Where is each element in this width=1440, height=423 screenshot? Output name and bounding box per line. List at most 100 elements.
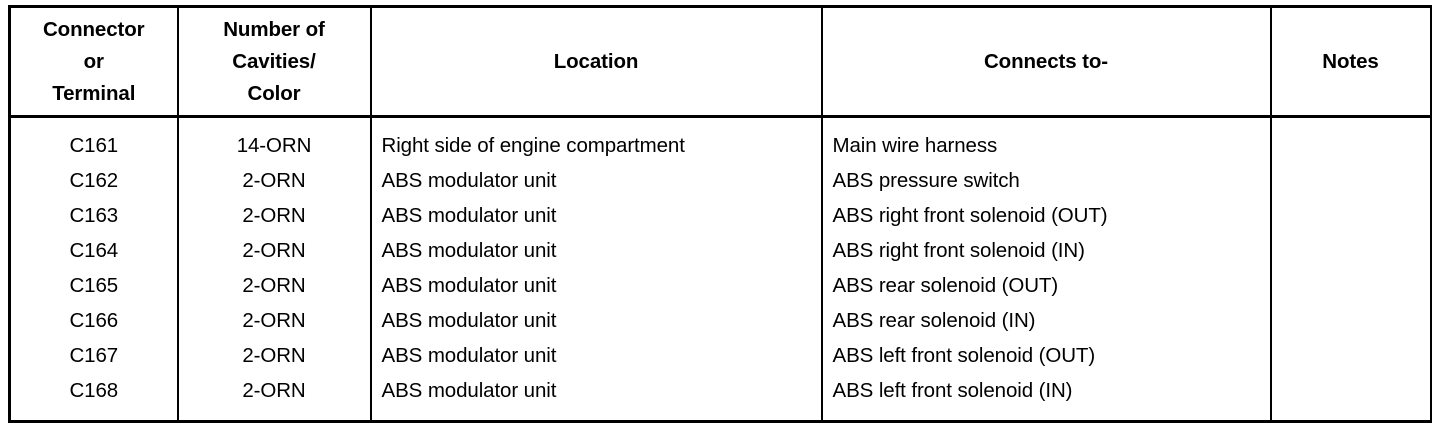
column-header-number-of-cavities-color: Number of Cavities/ Color xyxy=(176,6,372,118)
cell-location: ABS modulator unit xyxy=(369,163,823,198)
table-body: C161 14-ORN Right side of engine compartme… xyxy=(9,116,1431,422)
cell-location-text: Right side of engine compartment xyxy=(381,134,685,157)
cell-location: ABS modulator unit xyxy=(369,373,823,422)
cell-notes-text xyxy=(1272,268,1430,269)
cell-notes xyxy=(1269,338,1431,373)
column-header-line: Cavities/ xyxy=(232,49,316,73)
cell-connects-to-text: ABS left front solenoid (IN) xyxy=(832,379,1073,402)
cell-connects-to-text: ABS left front solenoid (OUT) xyxy=(832,344,1096,367)
cell-connector-or-terminal: C162 xyxy=(9,163,179,198)
cell-cavities-color-text: 2-ORN xyxy=(242,169,306,192)
cell-location: ABS modulator unit xyxy=(369,233,823,268)
cell-location: ABS modulator unit xyxy=(369,338,823,373)
column-header-line: Color xyxy=(247,81,301,105)
cell-connects-to: ABS pressure switch xyxy=(820,163,1272,198)
cell-connector-or-terminal-text: C168 xyxy=(69,379,119,402)
cell-connector-or-terminal-text: C164 xyxy=(69,239,119,262)
cell-location-text: ABS modulator unit xyxy=(381,379,557,402)
cell-connector-or-terminal-text: C161 xyxy=(69,134,119,157)
cell-cavities-color: 2-ORN xyxy=(176,233,372,268)
cell-cavities-color-text: 2-ORN xyxy=(242,344,306,367)
cell-connects-to: ABS rear solenoid (IN) xyxy=(820,303,1272,338)
column-header-line: Number of xyxy=(223,17,325,41)
cell-connects-to-text: Main wire harness xyxy=(832,134,998,157)
cell-location: ABS modulator unit xyxy=(369,198,823,233)
cell-connector-or-terminal: C166 xyxy=(9,303,179,338)
column-header-line: Notes xyxy=(1322,49,1379,73)
cell-location-text: ABS modulator unit xyxy=(381,169,557,192)
cell-notes-text xyxy=(1272,163,1430,164)
cell-connector-or-terminal: C163 xyxy=(9,198,179,233)
cell-location-text: ABS modulator unit xyxy=(381,239,557,262)
column-header-connects-to: Connects to- xyxy=(820,6,1272,118)
table-header-row: Connector or Terminal Number of Cavities… xyxy=(9,6,1431,118)
cell-notes xyxy=(1269,268,1431,303)
column-header-line: Connector xyxy=(42,17,145,41)
cell-connects-to-text: ABS pressure switch xyxy=(832,169,1020,192)
column-header-connector-or-terminal: Connector or Terminal xyxy=(9,6,179,118)
cell-cavities-color: 2-ORN xyxy=(176,338,372,373)
column-header-line: or xyxy=(83,49,104,73)
cell-location-text: ABS modulator unit xyxy=(381,274,557,297)
cell-connector-or-terminal: C168 xyxy=(9,373,179,422)
cell-notes xyxy=(1269,233,1431,268)
cell-connector-or-terminal-text: C167 xyxy=(69,344,119,367)
cell-connects-to-text: ABS rear solenoid (OUT) xyxy=(832,274,1059,297)
cell-connector-or-terminal: C167 xyxy=(9,338,179,373)
cell-notes xyxy=(1269,198,1431,233)
table-row: C163 2-ORN ABS modulator unit ABS right fro… xyxy=(9,198,1431,233)
cell-cavities-color-text: 2-ORN xyxy=(242,309,306,332)
cell-notes-text xyxy=(1272,118,1430,129)
table-row: C166 2-ORN ABS modulator unit ABS rear sole… xyxy=(9,303,1431,338)
cell-connector-or-terminal-text: C166 xyxy=(69,309,119,332)
cell-location-text: ABS modulator unit xyxy=(381,309,557,332)
table-row: C168 2-ORN ABS modulator unit ABS left fron… xyxy=(9,373,1431,422)
connector-terminal-reference-table: Connector or Terminal Number of Cavities… xyxy=(8,5,1432,423)
column-header-line: Connects to- xyxy=(983,49,1109,73)
cell-connects-to-text: ABS rear solenoid (IN) xyxy=(832,309,1036,332)
cell-notes xyxy=(1269,303,1431,338)
cell-cavities-color-text: 2-ORN xyxy=(242,379,306,402)
cell-connects-to: ABS left front solenoid (OUT) xyxy=(820,338,1272,373)
table-row: C167 2-ORN ABS modulator unit ABS left fron… xyxy=(9,338,1431,373)
cell-connector-or-terminal-text: C163 xyxy=(69,204,119,227)
cell-location-text: ABS modulator unit xyxy=(381,344,557,367)
column-header-notes: Notes xyxy=(1269,6,1431,118)
cell-notes-text xyxy=(1272,373,1430,386)
cell-connector-or-terminal: C161 xyxy=(9,116,179,163)
cell-connects-to: ABS right front solenoid (IN) xyxy=(820,233,1272,268)
cell-cavities-color-text: 2-ORN xyxy=(242,274,306,297)
cell-cavities-color: 2-ORN xyxy=(176,198,372,233)
cell-location: Right side of engine compartment xyxy=(369,116,823,163)
table-row: C161 14-ORN Right side of engine compartme… xyxy=(9,116,1431,163)
cell-cavities-color: 14-ORN xyxy=(176,116,372,163)
cell-notes-text xyxy=(1272,303,1430,304)
cell-notes-text xyxy=(1272,233,1430,234)
table-header: Connector or Terminal Number of Cavities… xyxy=(9,6,1431,118)
cell-connector-or-terminal: C165 xyxy=(9,268,179,303)
cell-connects-to: ABS rear solenoid (OUT) xyxy=(820,268,1272,303)
column-header-location: Location xyxy=(369,6,823,118)
cell-cavities-color: 2-ORN xyxy=(176,268,372,303)
cell-notes-text xyxy=(1272,338,1430,339)
cell-connects-to: Main wire harness xyxy=(820,116,1272,163)
table-row: C165 2-ORN ABS modulator unit ABS rear sole… xyxy=(9,268,1431,303)
cell-location: ABS modulator unit xyxy=(369,268,823,303)
cell-connects-to-text: ABS right front solenoid (IN) xyxy=(832,239,1085,262)
cell-connector-or-terminal-text: C162 xyxy=(69,169,119,192)
cell-cavities-color-text: 2-ORN xyxy=(242,204,306,227)
table-row: C162 2-ORN ABS modulator unit ABS pressure … xyxy=(9,163,1431,198)
cell-cavities-color: 2-ORN xyxy=(176,163,372,198)
cell-location: ABS modulator unit xyxy=(369,303,823,338)
cell-cavities-color: 2-ORN xyxy=(176,303,372,338)
cell-cavities-color: 2-ORN xyxy=(176,373,372,422)
column-header-line: Terminal xyxy=(52,81,136,105)
cell-connector-or-terminal: C164 xyxy=(9,233,179,268)
cell-cavities-color-text: 2-ORN xyxy=(242,239,306,262)
column-header-line: Location xyxy=(553,49,639,73)
table-row: C164 2-ORN ABS modulator unit ABS right fro… xyxy=(9,233,1431,268)
cell-notes xyxy=(1269,116,1431,163)
cell-notes-text xyxy=(1272,198,1430,199)
cell-connects-to-text: ABS right front solenoid (OUT) xyxy=(832,204,1108,227)
